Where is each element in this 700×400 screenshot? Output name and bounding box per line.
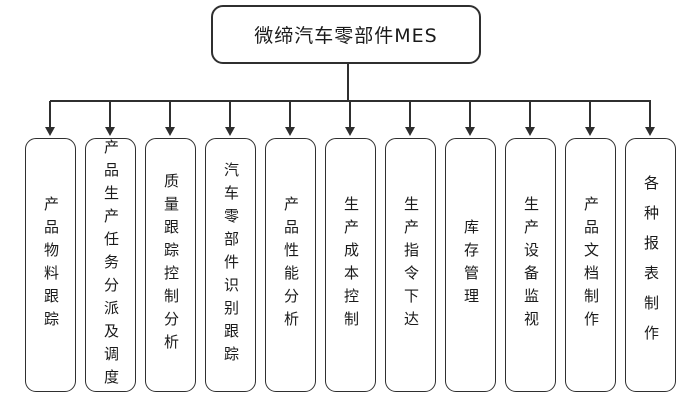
arrow-down-icon [645, 127, 655, 136]
child-node-production-order-issuing: 生产指令下达 [385, 138, 436, 392]
root-node-label: 微缔汽车零部件MES [254, 25, 438, 47]
connector-drop-line [349, 101, 351, 127]
child-node-label: 产品物料跟踪 [42, 196, 60, 334]
child-node-label: 产品生产任务分派及调度 [102, 138, 120, 392]
arrow-down-icon [405, 127, 415, 136]
arrow-down-icon [225, 127, 235, 136]
arrow-down-icon [105, 127, 115, 136]
arrow-down-icon [45, 127, 55, 136]
connector-drop-line [49, 101, 51, 127]
child-node-label: 产品文档制作 [582, 196, 600, 334]
connector-drop-line [469, 101, 471, 127]
connector-drop-line [289, 101, 291, 127]
child-node-product-material-tracking: 产品物料跟踪 [25, 138, 76, 392]
arrow-down-icon [465, 127, 475, 136]
child-node-label: 产品性能分析 [282, 196, 300, 334]
child-node-parts-identification-tracking: 汽车零部件识别跟踪 [205, 138, 256, 392]
connector-drop-line [529, 101, 531, 127]
connector-drop-line [409, 101, 411, 127]
child-node-report-creation: 各种报表制作 [625, 138, 676, 392]
child-node-task-dispatch-scheduling: 产品生产任务分派及调度 [85, 138, 136, 392]
root-node: 微缔汽车零部件MES [211, 5, 481, 64]
child-node-label: 生产设备监视 [522, 196, 540, 334]
child-node-quality-tracking-analysis: 质量跟踪控制分析 [145, 138, 196, 392]
connector-drop-line [229, 101, 231, 127]
child-node-equipment-monitoring: 生产设备监视 [505, 138, 556, 392]
arrow-down-icon [525, 127, 535, 136]
child-node-label: 库存管理 [462, 219, 480, 311]
root-connector-line [347, 64, 349, 102]
child-node-product-performance-analysis: 产品性能分析 [265, 138, 316, 392]
connector-drop-line [109, 101, 111, 127]
arrow-down-icon [165, 127, 175, 136]
child-node-inventory-management: 库存管理 [445, 138, 496, 392]
child-node-label: 质量跟踪控制分析 [162, 173, 180, 357]
arrow-down-icon [345, 127, 355, 136]
child-node-product-document-creation: 产品文档制作 [565, 138, 616, 392]
arrow-down-icon [585, 127, 595, 136]
connector-drop-line [589, 101, 591, 127]
child-node-label: 生产指令下达 [402, 196, 420, 334]
arrow-down-icon [285, 127, 295, 136]
connector-drop-line [649, 101, 651, 127]
connector-drop-line [169, 101, 171, 127]
child-node-label: 汽车零部件识别跟踪 [222, 161, 240, 369]
child-node-label: 各种报表制作 [642, 175, 660, 355]
child-node-label: 生产成本控制 [342, 196, 360, 334]
child-node-production-cost-control: 生产成本控制 [325, 138, 376, 392]
